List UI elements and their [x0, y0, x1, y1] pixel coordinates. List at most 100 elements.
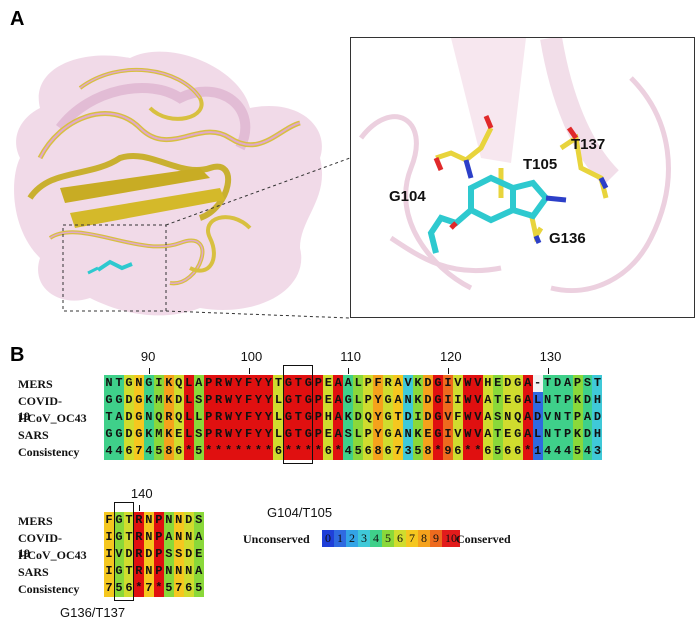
- residue-cell: E: [502, 426, 513, 443]
- consistency-cell: 4: [552, 443, 563, 460]
- residue-cell: R: [133, 512, 144, 529]
- residue-cell: G: [283, 426, 294, 443]
- consistency-cell: 1: [532, 443, 543, 460]
- residue-cell: N: [552, 409, 563, 426]
- legend-scale-cell: 8: [418, 530, 430, 547]
- residue-cell: Y: [263, 392, 274, 409]
- ruler-tick: [348, 368, 350, 374]
- consistency-cell: *: [253, 443, 264, 460]
- consistency-cell: 4: [582, 443, 593, 460]
- residue-cell: K: [413, 392, 423, 409]
- residue-cell: M: [153, 426, 164, 443]
- residue-cell: D: [123, 392, 134, 409]
- residue-cell: P: [313, 375, 324, 392]
- residue-cell: D: [123, 426, 134, 443]
- residue-cell: G: [113, 529, 124, 546]
- residue-cell: G: [283, 375, 294, 392]
- residue-cell: T: [562, 409, 573, 426]
- residue-cell: I: [442, 375, 453, 392]
- residue-cell: A: [333, 409, 344, 426]
- residue-cell: Y: [373, 409, 384, 426]
- residue-cell: T: [492, 392, 503, 409]
- consistency-cell: *: [153, 580, 164, 597]
- legend-scale-cell: 4: [370, 530, 382, 547]
- residue-cell: P: [153, 529, 164, 546]
- sequence-name-covid-19: COVID-19: [18, 394, 62, 423]
- panel-label-b: B: [10, 344, 25, 366]
- residue-cell: T: [542, 375, 553, 392]
- residue-cell: V: [442, 409, 453, 426]
- residue-cell: Y: [233, 409, 244, 426]
- consistency-cell: 4: [104, 443, 114, 460]
- residue-cell: I: [442, 392, 453, 409]
- residue-cell: Y: [263, 375, 274, 392]
- residue-cell: D: [532, 409, 543, 426]
- residue-cell: T: [293, 375, 304, 392]
- residue-cell: N: [542, 426, 553, 443]
- sequence-name-sars: SARS: [18, 565, 49, 579]
- residue-cell: A: [393, 426, 404, 443]
- residue-cell: L: [183, 392, 194, 409]
- residue-cell: G: [512, 375, 523, 392]
- residue-cell: Q: [173, 375, 184, 392]
- residue-cell: D: [423, 409, 433, 426]
- residue-cell: D: [552, 375, 563, 392]
- residue-cell: G: [303, 409, 314, 426]
- residue-cell: T: [552, 392, 563, 409]
- residue-cell: S: [582, 375, 593, 392]
- residue-cell: I: [452, 392, 463, 409]
- sequence-name-mers: MERS: [18, 377, 53, 391]
- consistency-cell: *: [223, 443, 234, 460]
- residue-cell: Y: [253, 392, 264, 409]
- residue-cell: V: [472, 375, 483, 392]
- residue-cell: N: [173, 512, 184, 529]
- residue-cell: W: [462, 409, 473, 426]
- residue-cell: F: [243, 426, 254, 443]
- consistency-cell: 5: [193, 580, 204, 597]
- residue-cell: L: [353, 426, 364, 443]
- residue-cell: R: [213, 409, 224, 426]
- residue-cell: L: [532, 426, 543, 443]
- consistency-cell: *: [183, 443, 194, 460]
- residue-cell: M: [153, 392, 164, 409]
- residue-cell: P: [562, 426, 573, 443]
- residue-cell: T: [123, 529, 134, 546]
- residue-cell: N: [403, 426, 414, 443]
- consistency-cell: 6: [383, 443, 394, 460]
- residue-cell: R: [163, 409, 174, 426]
- residue-cell: W: [462, 375, 473, 392]
- consistency-cell: 4: [542, 443, 553, 460]
- ruler-tick: [248, 368, 250, 374]
- consistency-cell: *: [462, 443, 473, 460]
- residue-cell: E: [502, 392, 513, 409]
- residue-cell: L: [193, 409, 204, 426]
- residue-cell: E: [193, 546, 204, 563]
- residue-cell: T: [123, 563, 134, 580]
- consistency-cell: *: [203, 443, 214, 460]
- residue-cell: Y: [373, 392, 384, 409]
- residue-cell: L: [273, 426, 284, 443]
- residue-cell: D: [123, 409, 134, 426]
- residue-cell: I: [104, 563, 114, 580]
- residue-cell: N: [133, 375, 144, 392]
- residue-cell: A: [193, 563, 204, 580]
- residue-cell: W: [462, 426, 473, 443]
- residue-cell: P: [203, 392, 214, 409]
- consistency-cell: 3: [592, 443, 603, 460]
- residue-cell: F: [243, 375, 254, 392]
- residue-cell: Y: [233, 426, 244, 443]
- site-label-g104-t105: G104/T105: [267, 505, 333, 520]
- residue-cell: A: [193, 529, 204, 546]
- residue-cell: P: [313, 392, 324, 409]
- residue-cell: R: [213, 375, 224, 392]
- ruler-tick-label: 140: [130, 486, 153, 501]
- residue-cell: E: [423, 426, 433, 443]
- consistency-cell: *: [213, 443, 224, 460]
- consistency-cell: 6: [173, 443, 184, 460]
- residue-cell: G: [113, 563, 124, 580]
- consistency-cell: *: [293, 443, 304, 460]
- consistency-cell: *: [263, 443, 274, 460]
